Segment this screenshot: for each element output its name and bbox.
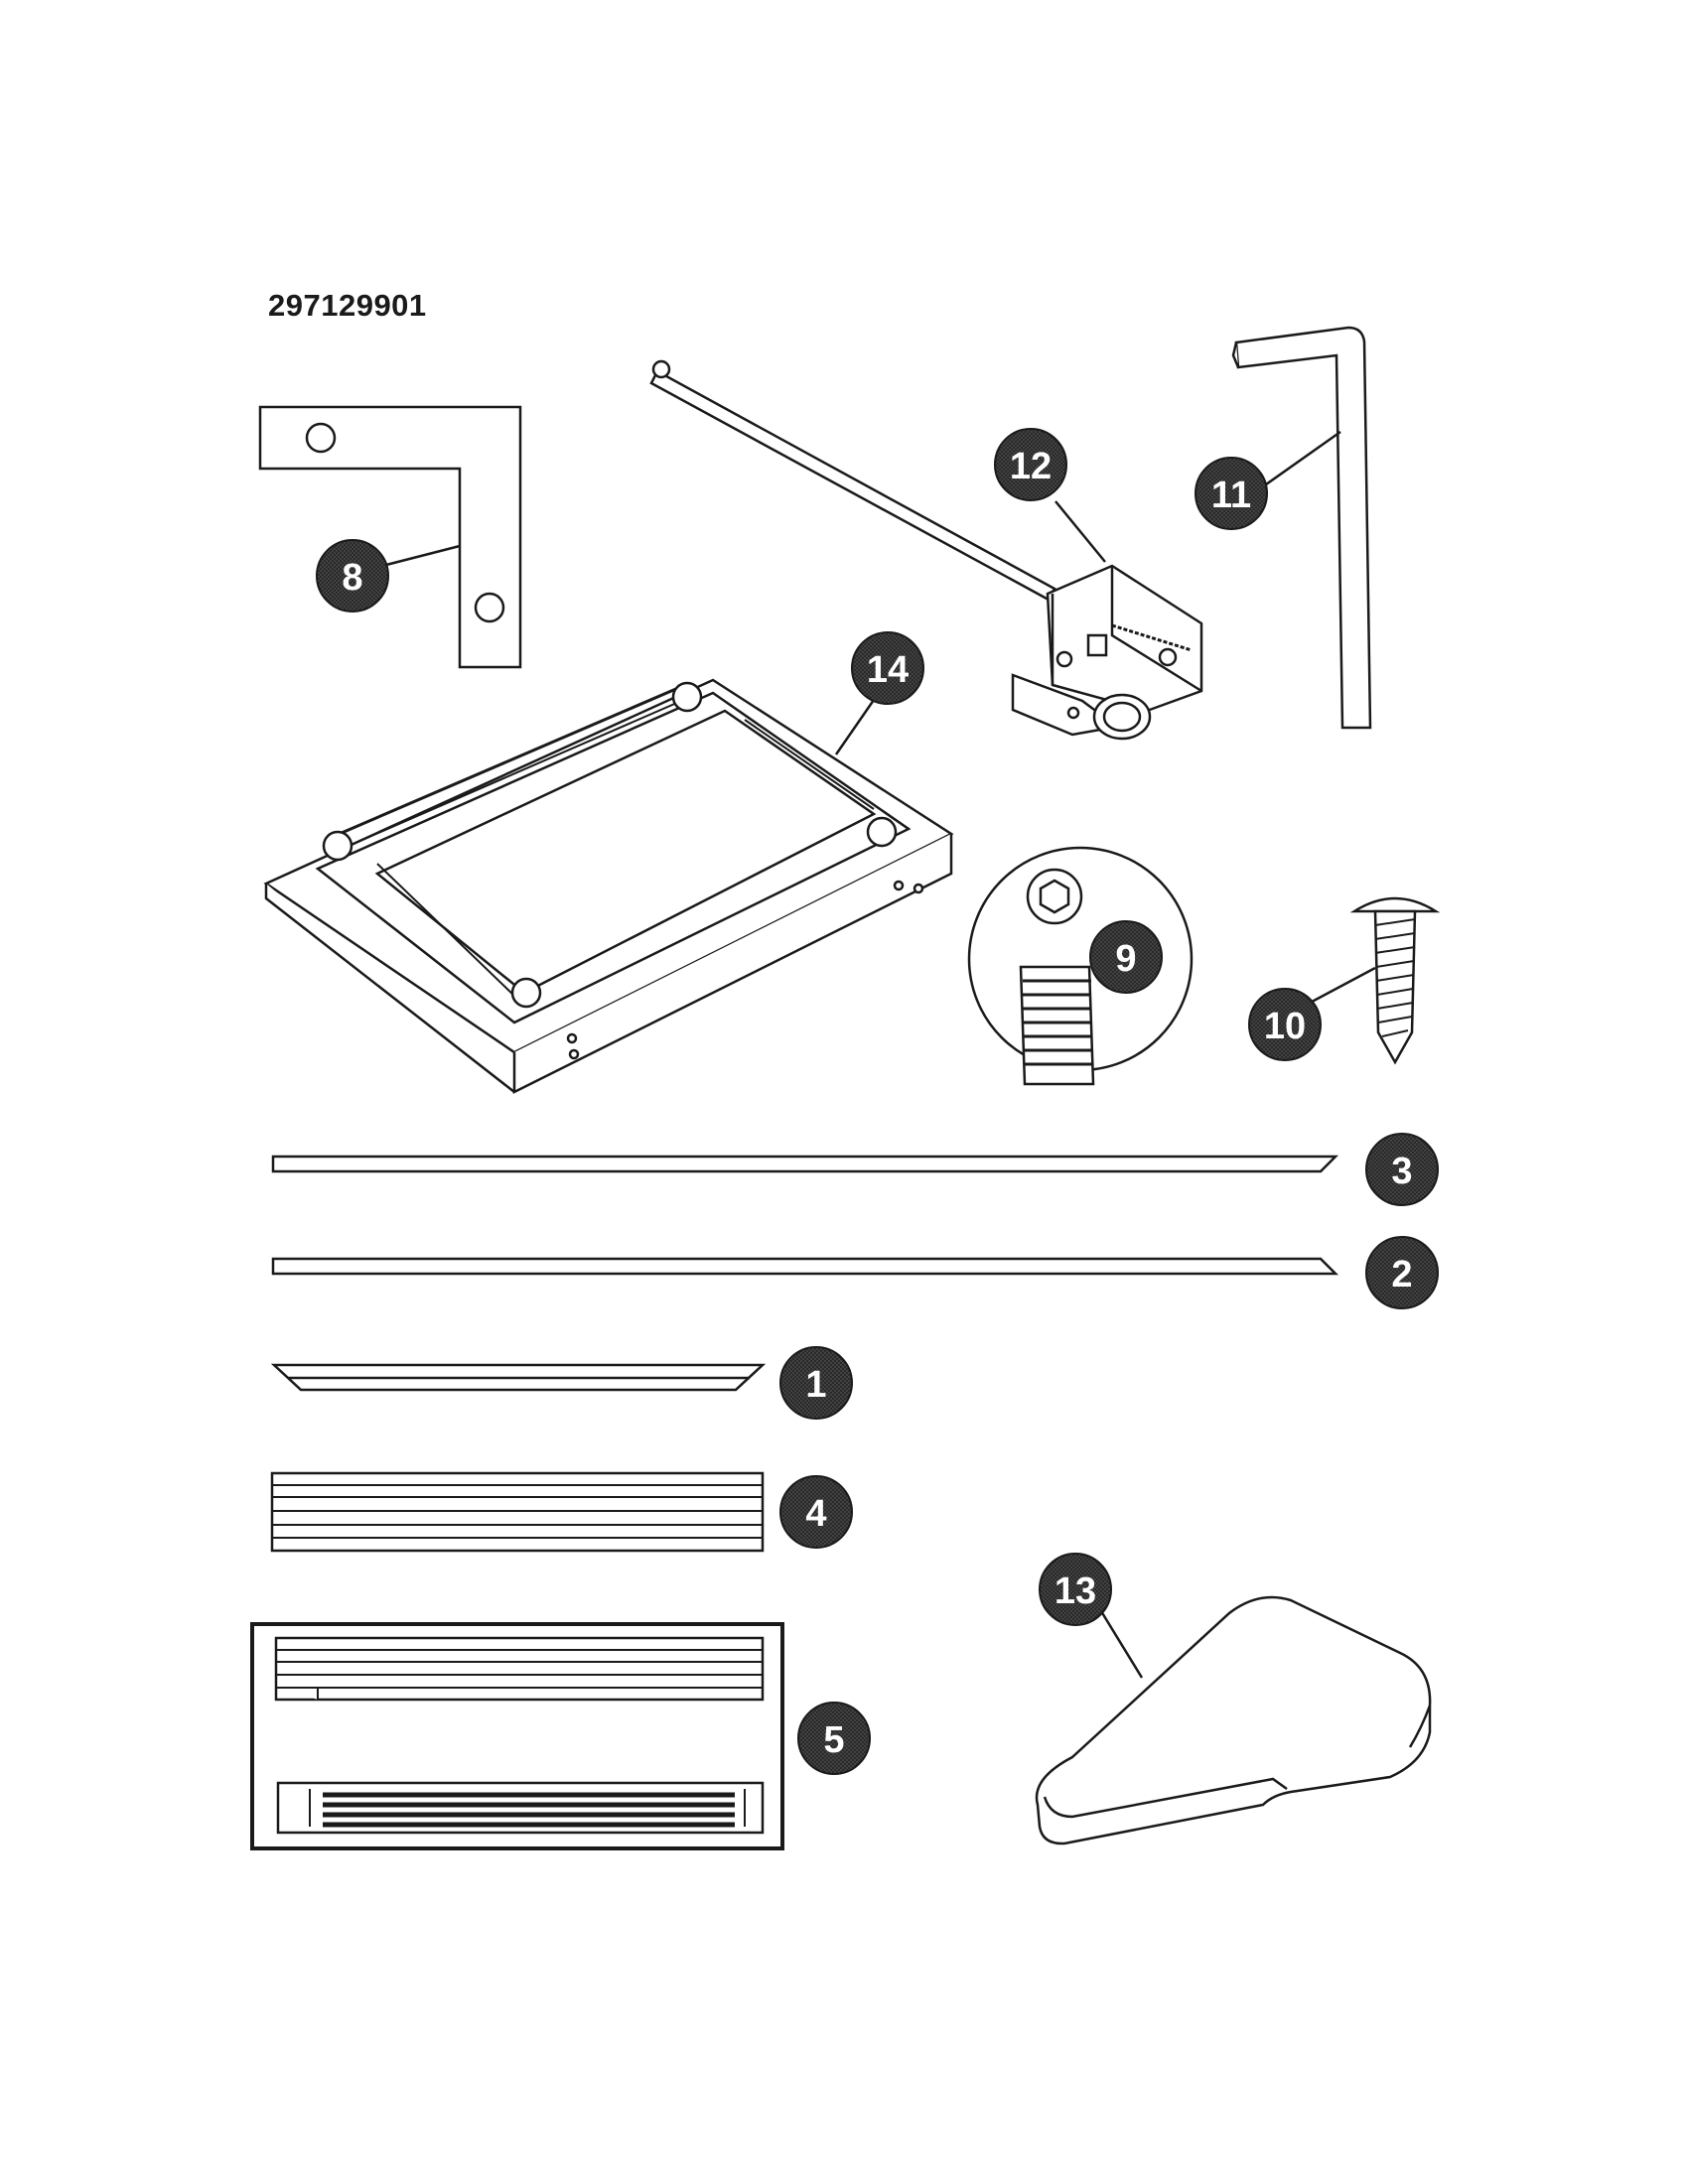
callout-2-label: 2: [1391, 1254, 1412, 1296]
callout-11-label: 11: [1211, 475, 1251, 516]
part-4-grooved-panel: [270, 1471, 765, 1553]
part-12-rod-gearbox: [649, 359, 1203, 741]
leader-12: [1055, 500, 1106, 563]
callout-11: 11: [1195, 457, 1268, 530]
callout-9-label: 9: [1115, 938, 1136, 980]
callout-13-label: 13: [1055, 1570, 1096, 1612]
part-10-screw: [1349, 896, 1441, 1065]
callout-1: 1: [779, 1346, 853, 1420]
callout-12: 12: [994, 428, 1067, 501]
callout-4-label: 4: [805, 1493, 826, 1535]
callout-4: 4: [779, 1475, 853, 1549]
callout-3: 3: [1365, 1133, 1439, 1206]
callout-14-label: 14: [867, 649, 909, 691]
callout-10: 10: [1248, 988, 1322, 1061]
callout-12-label: 12: [1010, 446, 1052, 487]
callout-3-label: 3: [1391, 1151, 1412, 1192]
leader-14: [834, 699, 876, 755]
callout-13: 13: [1039, 1553, 1112, 1626]
part-1-beveled-strip: [270, 1363, 767, 1392]
callout-5-label: 5: [823, 1719, 844, 1761]
callout-9: 9: [1089, 920, 1163, 994]
part-8-l-bracket: [258, 405, 522, 669]
callout-8-label: 8: [342, 557, 362, 599]
callout-8: 8: [316, 539, 389, 613]
leader-10: [1300, 966, 1376, 1010]
callout-1-label: 1: [805, 1364, 826, 1406]
leader-11: [1258, 430, 1341, 491]
callout-2: 2: [1365, 1236, 1439, 1309]
part-5-packaged-panels: [250, 1622, 784, 1850]
part-14-base-frame: [263, 678, 954, 1095]
part-11-hex-key: [1231, 326, 1372, 730]
leader-8: [381, 544, 461, 568]
part-9-set-screw: [967, 846, 1194, 1086]
part-number-label: 297129901: [268, 288, 427, 323]
callout-10-label: 10: [1264, 1006, 1306, 1047]
part-3-strip: [271, 1155, 1339, 1173]
part-2-strip: [271, 1257, 1339, 1276]
part-13-foot-pad: [1035, 1595, 1432, 1845]
callout-5: 5: [797, 1702, 871, 1775]
callout-14: 14: [851, 631, 924, 705]
